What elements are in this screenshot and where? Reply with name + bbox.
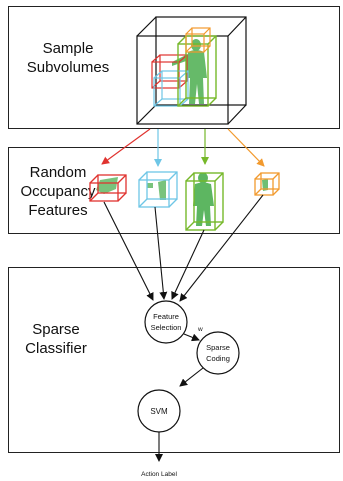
node-label: Selection xyxy=(151,323,182,332)
node-sparse-coding: Sparse Coding xyxy=(196,331,240,375)
node-label: Coding xyxy=(206,354,230,363)
weight-label: w xyxy=(197,326,203,333)
cube-back-face xyxy=(155,16,247,106)
arrow-feature-red xyxy=(103,201,154,301)
panel-label-random: Random Occupancy Features xyxy=(13,163,103,220)
feature-cube-orange xyxy=(254,172,280,196)
output-label: Action Label xyxy=(141,471,177,478)
arrow-orange xyxy=(227,128,265,167)
cube-edge xyxy=(136,16,157,37)
arrow-coding-to-svm xyxy=(179,367,204,387)
feature-cube-red xyxy=(89,174,127,202)
feature-cube-green xyxy=(185,172,224,231)
node-label: Feature xyxy=(153,312,179,321)
panel-label-sample: Sample Subvolumes xyxy=(23,39,113,77)
panel-label-line: Random xyxy=(29,164,87,181)
panel-label-sparse: Sparse Classifier xyxy=(11,320,101,358)
cube-edge xyxy=(227,16,247,37)
subvolume-green xyxy=(177,35,217,107)
arrow-red xyxy=(101,128,151,165)
panel-label-line: Sample xyxy=(42,40,94,57)
arrow-feature-green xyxy=(171,229,205,300)
node-label: Sparse xyxy=(206,343,230,352)
subvolume-orange xyxy=(185,27,211,53)
sample-cube xyxy=(136,16,247,125)
feature-cube-blue xyxy=(138,171,178,208)
node-svm: SVM xyxy=(137,389,181,433)
panel-label-line: Sparse xyxy=(32,321,80,338)
panel-label-line: Classifier xyxy=(25,340,87,357)
arrow-feature-orange xyxy=(179,194,264,302)
panel-sample-subvolumes: Sample Subvolumes xyxy=(8,6,340,129)
arrow-feature-blue xyxy=(154,206,168,300)
node-label: SVM xyxy=(150,407,168,416)
panel-random-occupancy: Random Occupancy Features xyxy=(8,147,340,234)
arrow-selection-to-coding xyxy=(183,333,200,342)
cube-edge xyxy=(136,104,157,125)
cube-front-face xyxy=(136,35,229,125)
panel-label-line: Occupancy xyxy=(20,183,96,200)
node-feature-selection: Feature Selection xyxy=(144,300,188,344)
panel-label-line: Features xyxy=(28,202,88,219)
panel-label-line: Subvolumes xyxy=(26,59,110,76)
cube-edge xyxy=(227,104,247,125)
